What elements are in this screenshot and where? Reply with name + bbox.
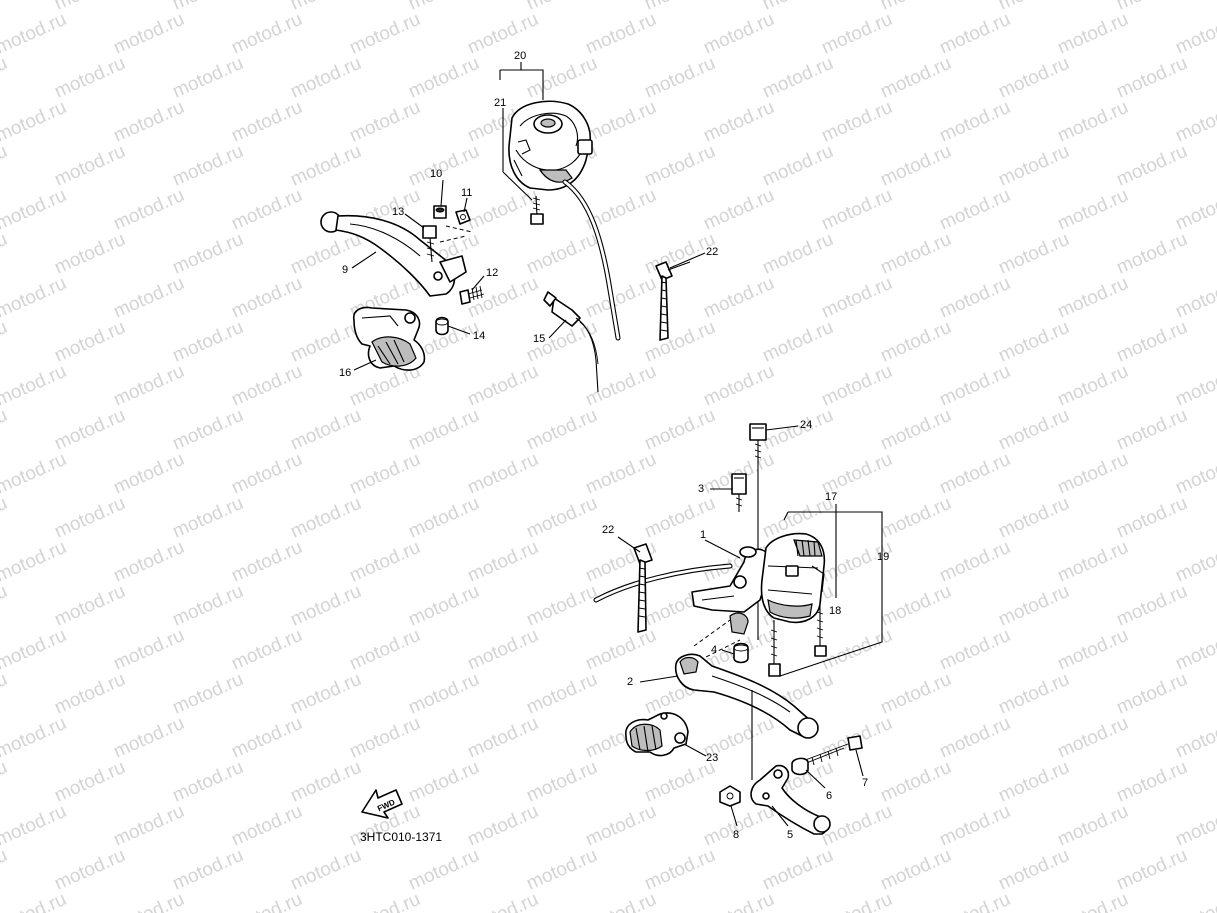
- callout-13: 13: [392, 206, 405, 218]
- cable-tie-22-bottom: [633, 543, 653, 633]
- switch-cable: [562, 179, 621, 341]
- callout-14: 14: [473, 330, 486, 342]
- callout-24: 24: [800, 419, 813, 431]
- callout-11: 11: [461, 187, 473, 199]
- bottom-cable: [593, 563, 733, 603]
- callout-line-21b: [502, 171, 533, 201]
- leader-lines: [351, 179, 864, 827]
- brake-lever-2: [674, 653, 819, 739]
- callout-9: 9: [342, 264, 349, 276]
- bolt-10: [433, 205, 447, 219]
- callout-22-top: 22: [706, 246, 719, 258]
- callout-23: 23: [706, 752, 719, 764]
- callout-6: 6: [826, 790, 833, 802]
- callout-17: 17: [825, 491, 838, 503]
- fwd-arrow-icon: FWD: [361, 789, 403, 819]
- nut-8: [719, 785, 741, 807]
- callout-16: 16: [339, 367, 352, 379]
- callout-1: 1: [700, 529, 707, 541]
- callout-15: 15: [533, 333, 546, 345]
- cable-tie-22-top: [655, 261, 691, 341]
- callout-18: 18: [829, 605, 842, 617]
- lever-holder-16: [352, 306, 426, 371]
- collar-4: [733, 642, 749, 664]
- lever-holder-1: [691, 546, 771, 635]
- bolt-24: [749, 423, 767, 462]
- callout-10: 10: [430, 168, 443, 180]
- callout-bracket-17: [783, 511, 789, 521]
- screw-18: [814, 604, 827, 657]
- right-handlebar-switch: [508, 100, 593, 191]
- callout-12: 12: [486, 267, 499, 279]
- callout-7: 7: [862, 777, 869, 789]
- left-handlebar-switch: [760, 532, 826, 624]
- collar-14: [435, 316, 449, 336]
- switch-screw: [530, 195, 544, 225]
- screw-12: [459, 285, 485, 305]
- bolt-3: [731, 473, 747, 512]
- lever-bolt-13: [422, 225, 437, 263]
- bolt-7: [799, 735, 863, 766]
- screw-19: [768, 620, 781, 677]
- callout-22-bottom: 22: [602, 524, 615, 536]
- callout-19: 19: [877, 551, 890, 563]
- clutch-switch-15: [543, 291, 599, 393]
- callout-bracket-20: [499, 62, 544, 100]
- callout-8: 8: [733, 829, 740, 841]
- callout-21: 21: [494, 97, 507, 109]
- callout-20: 20: [514, 50, 527, 62]
- assembly-dashes-top: [439, 225, 473, 243]
- assembly-dashes-bottom: [693, 619, 741, 661]
- lever-5: [750, 764, 831, 835]
- collar-6: [791, 757, 809, 776]
- callout-3: 3: [698, 483, 705, 495]
- switch-holder-23: [625, 712, 689, 757]
- callout-5: 5: [787, 829, 794, 841]
- callout-2: 2: [627, 676, 634, 688]
- nut-11: [455, 209, 471, 225]
- clutch-lever: [320, 211, 467, 297]
- callout-4: 4: [711, 644, 718, 656]
- callout-bracket-19: [779, 504, 883, 677]
- diagram-code: 3HTC010-1371: [360, 830, 443, 844]
